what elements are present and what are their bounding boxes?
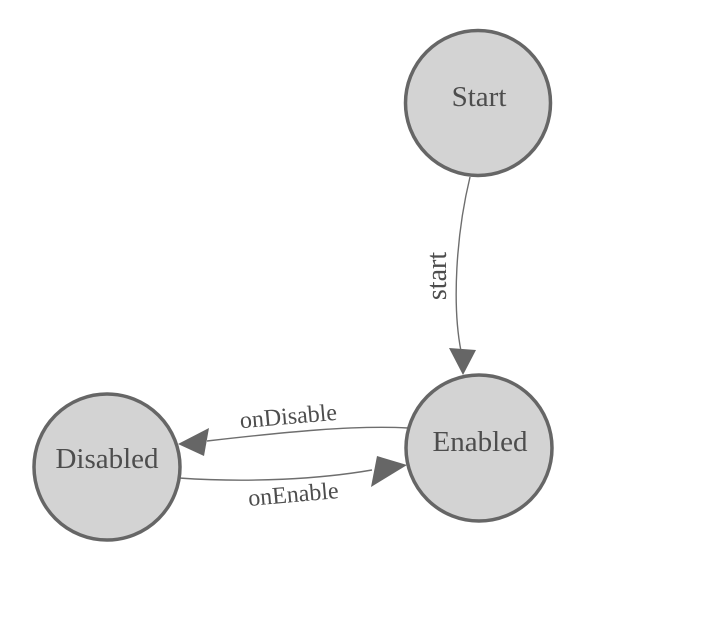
edge-line-start[interactable]	[455, 176, 471, 352]
edge-line-ondisable[interactable]	[206, 426, 409, 442]
arrowhead-icon	[178, 428, 209, 456]
edge-start-to-enabled: start	[422, 176, 476, 375]
state-circle-enabled[interactable]	[404, 373, 554, 523]
arrowhead-icon	[449, 348, 476, 375]
state-node-enabled[interactable]: Enabled	[404, 373, 554, 523]
state-node-disabled[interactable]: Disabled	[32, 392, 182, 542]
edge-label-onenable: onEnable	[247, 478, 340, 512]
state-label-disabled: Disabled	[55, 443, 159, 475]
edge-disabled-to-enabled: onEnable	[178, 456, 407, 512]
state-circle-start[interactable]	[403, 28, 553, 178]
arrowhead-icon	[371, 456, 407, 487]
edge-enabled-to-disabled: onDisable	[178, 400, 409, 456]
state-label-start: Start	[452, 81, 507, 113]
state-node-start[interactable]: Start	[403, 28, 553, 178]
state-label-enabled: Enabled	[432, 426, 528, 458]
edge-line-onenable[interactable]	[178, 469, 373, 481]
edge-label-start: start	[422, 252, 453, 300]
state-circle-disabled[interactable]	[32, 392, 182, 542]
